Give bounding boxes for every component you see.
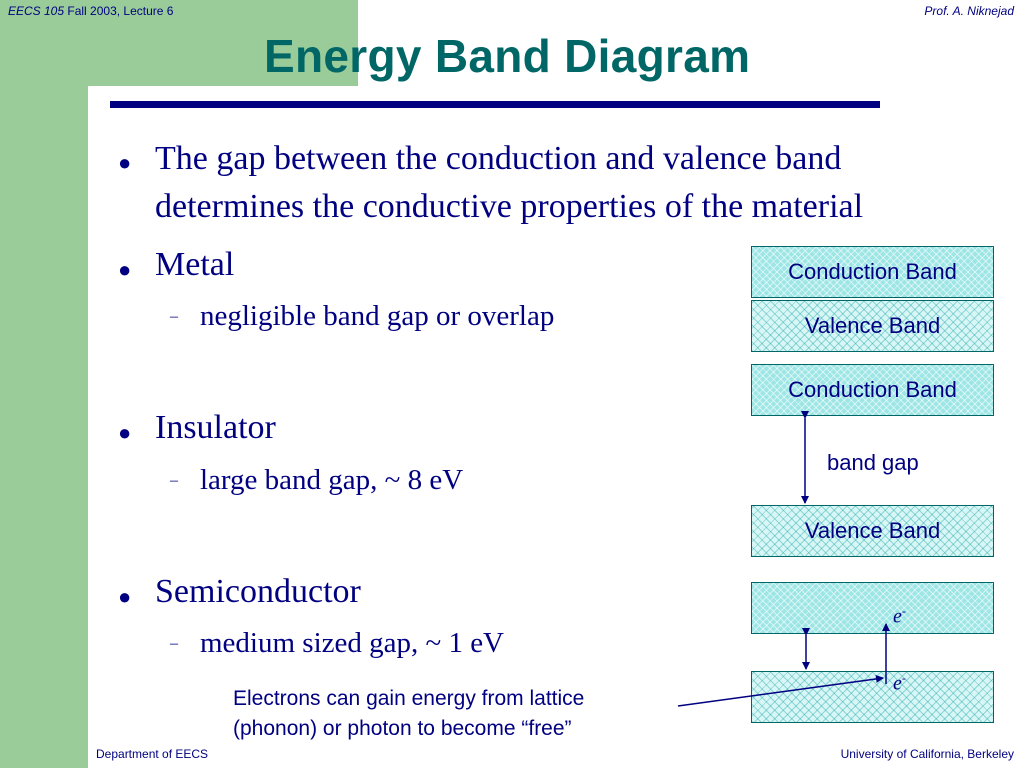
bullet-marker: ● — [118, 420, 132, 445]
content-panel — [88, 86, 1024, 768]
lecture-info: Fall 2003, Lecture 6 — [67, 4, 174, 18]
left-accent-strip — [0, 0, 88, 768]
sub-bullet-semiconductor: medium sized gap, ~ 1 eV — [200, 627, 505, 659]
footer-department: Department of EECS — [96, 747, 209, 761]
electron-label-lower: e- — [893, 671, 906, 695]
sub-bullet-marker: – — [170, 635, 178, 652]
bullet-semiconductor: Semiconductor — [155, 573, 361, 610]
electron-label-upper: e- — [893, 604, 906, 628]
sub-bullet-marker: – — [170, 472, 178, 489]
band-label: Conduction Band — [788, 377, 957, 402]
semiconductor-valence-band — [751, 671, 994, 723]
bullet-marker: ● — [118, 257, 132, 282]
course-code: EECS 105 — [8, 4, 65, 18]
insulator-conduction-band: Conduction Band — [751, 364, 994, 416]
band-gap-label: band gap — [827, 450, 919, 475]
metal-valence-band: Valence Band — [751, 300, 994, 352]
band-label: Valence Band — [804, 518, 941, 543]
bullet-marker: ● — [118, 150, 132, 175]
header-instructor: Prof. A. Niknejad — [924, 4, 1014, 18]
slide-title: Energy Band Diagram — [264, 30, 751, 82]
sub-bullet-metal: negligible band gap or overlap — [200, 300, 555, 332]
bullet-marker: ● — [118, 584, 132, 609]
caption-line2: (phonon) or photon to become “free” — [233, 717, 572, 740]
bullet-metal: Metal — [155, 246, 235, 283]
diagram-caption: Electrons can gain energy from lattice (… — [233, 684, 584, 744]
sub-bullet-insulator: large band gap, ~ 8 eV — [200, 464, 464, 496]
metal-conduction-band: Conduction Band — [751, 246, 994, 298]
band-label: Valence Band — [804, 313, 941, 338]
caption-line1: Electrons can gain energy from lattice — [233, 687, 585, 710]
top-accent-block — [0, 0, 358, 86]
bullet-intro-line1: The gap between the conduction and valen… — [155, 140, 842, 177]
sub-bullet-marker: – — [170, 308, 178, 325]
title-underline — [110, 101, 880, 108]
header-course: EECS 105 Fall 2003, Lecture 6 — [8, 4, 173, 18]
band-label: Conduction Band — [788, 259, 957, 284]
insulator-valence-band: Valence Band — [751, 505, 994, 557]
bullet-insulator: Insulator — [155, 409, 276, 446]
bullet-intro-line2: determines the conductive properties of … — [155, 188, 864, 225]
footer-university: University of California, Berkeley — [840, 747, 1014, 761]
semiconductor-conduction-band — [751, 582, 994, 634]
caption-pointer-arrow — [677, 674, 884, 707]
